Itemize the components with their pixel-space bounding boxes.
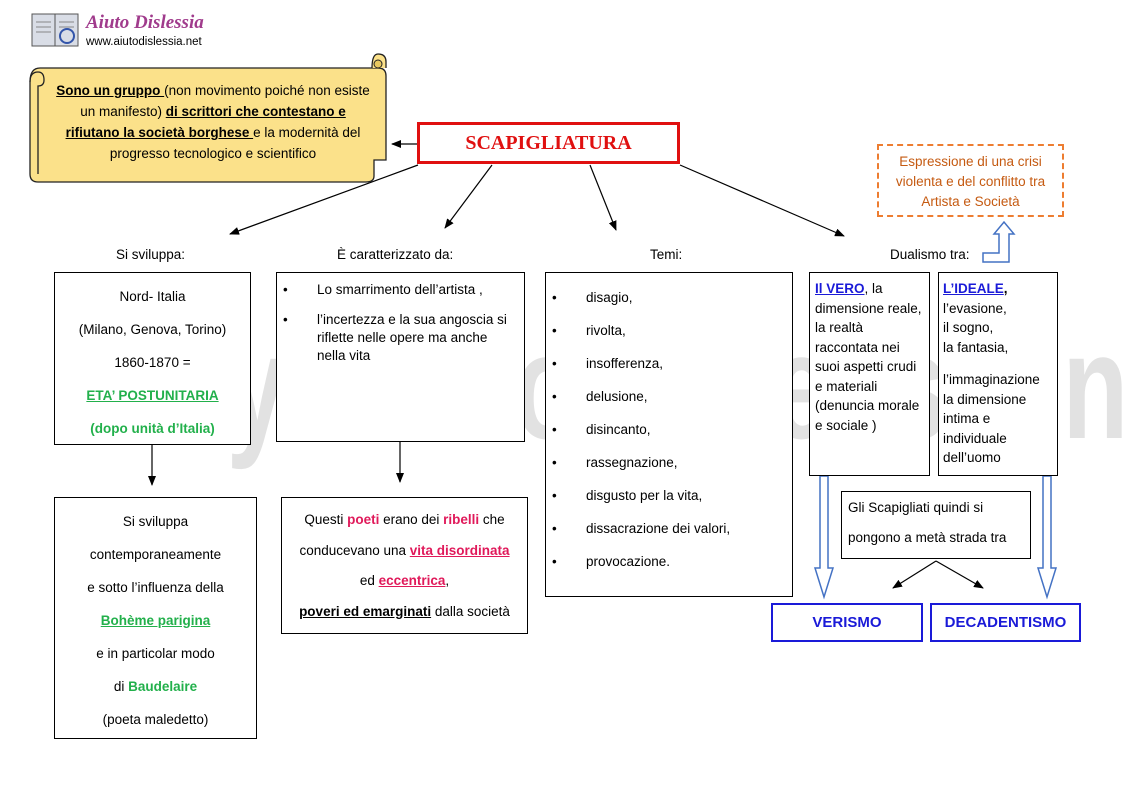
- header-temi: Temi:: [650, 247, 683, 262]
- scroll-text-modernita: e la modernità del progresso tecnologico…: [109, 125, 361, 161]
- poeti-line-2: conducevano una vita disordinata: [282, 536, 527, 567]
- boheme-box: Si sviluppa contemporaneamente e sotto l…: [54, 497, 257, 739]
- verismo-box: VERISMO: [771, 603, 923, 642]
- boheme-line-6: di Baudelaire: [55, 670, 256, 703]
- boheme-parigina: Bohème parigina: [100, 613, 211, 628]
- boheme-baudelaire: Baudelaire: [128, 679, 198, 694]
- poeti-word-poveri: poveri ed emarginati: [299, 603, 432, 619]
- arrow-to-sviluppa: [229, 164, 419, 235]
- poeti-text-societa: dalla società: [431, 603, 510, 619]
- ideale-line-3: la fantasia,: [943, 339, 1009, 355]
- poeti-word-poeti: poeti: [347, 512, 380, 527]
- temi-box: disagio, rivolta, insofferenza, delusion…: [545, 272, 793, 597]
- ideale-key: L’IDEALE: [943, 281, 1004, 296]
- poeti-box: Questi poeti erano dei ribelli che condu…: [281, 497, 528, 634]
- logo-book-icon: [31, 13, 79, 47]
- scapigliati-box: Gli Scapigliati quindi si pongono a metà…: [841, 491, 1031, 559]
- scroll-text-manifesto: (non movimento poiché non esiste un mani…: [80, 83, 370, 119]
- title-box: SCAPIGLIATURA: [417, 122, 680, 164]
- tema-item: provocazione.: [546, 545, 792, 578]
- vero-box: Il VERO, la dimensione reale, la realtà …: [809, 272, 930, 476]
- scroll-text-scrittori: di scrittori che contestano e rifiutano …: [65, 104, 346, 140]
- verismo-label: VERISMO: [812, 614, 882, 631]
- scroll-banner-text: Sono un gruppo (non movimento poiché non…: [54, 80, 372, 164]
- boheme-line-5: e in particolar modo: [96, 646, 215, 661]
- poeti-line-4: poveri ed emarginati dalla società: [282, 597, 527, 628]
- arrow-to-verismo: [892, 560, 937, 589]
- header-caratterizzato: È caratterizzato da:: [337, 247, 454, 262]
- arrow-to-dualismo: [679, 164, 845, 237]
- tema-item: delusione,: [546, 380, 792, 413]
- tema-item: disincanto,: [546, 413, 792, 446]
- vero-text: , la dimensione reale, la realtà raccont…: [815, 281, 922, 433]
- scroll-banner-shape: [29, 53, 387, 183]
- crisis-note: Espressione di una crisi violenta e del …: [877, 144, 1064, 217]
- poeti-text-ed: ed: [359, 573, 379, 588]
- poeti-text-che: che: [479, 512, 505, 527]
- caratterizzato-item-1: Lo smarrimento dell’artista ,: [277, 281, 516, 299]
- ideale-line-key: L’IDEALE,: [943, 279, 1054, 299]
- sviluppa-eta: ETA’ POSTUNITARIA: [86, 388, 219, 403]
- sviluppa-box: Nord- Italia (Milano, Genova, Torino) 18…: [54, 272, 251, 445]
- poeti-text-conducevano: conducevano una: [299, 542, 410, 558]
- poeti-line-3: ed eccentrica,: [282, 566, 527, 597]
- tema-item: disgusto per la vita,: [546, 479, 792, 512]
- boheme-line-7: (poeta maledetto): [102, 712, 209, 727]
- poeti-word-eccentrica: eccentrica: [378, 573, 446, 588]
- arrow-to-caratterizzato: [444, 164, 493, 229]
- vero-key: Il VERO: [815, 281, 865, 296]
- ideale-box: L’IDEALE, l’evasione, il sogno, la fanta…: [938, 272, 1058, 476]
- blue-arrow-crisis: [982, 220, 1016, 263]
- crisis-note-text: Espressione di una crisi violenta e del …: [895, 154, 1046, 209]
- arrow-to-decadentismo: [935, 560, 984, 589]
- scapigliati-line-1: Gli Scapigliati quindi si: [848, 500, 984, 515]
- caratterizzato-item-2: l’incertezza e la sua angoscia si riflet…: [277, 311, 516, 365]
- scroll-text-gruppo: Sono un gruppo: [56, 83, 165, 98]
- ideale-line-2: il sogno,: [943, 320, 994, 335]
- decadentismo-box: DECADENTISMO: [930, 603, 1081, 642]
- poeti-line-1: Questi poeti erano dei ribelli che: [282, 505, 527, 536]
- poeti-text-questi: Questi: [304, 512, 348, 527]
- ideale-line-4: l’immaginazione la dimensione intima e i…: [943, 372, 1040, 465]
- sviluppa-years: 1860-1870 =: [114, 355, 191, 370]
- sviluppa-region: Nord- Italia: [119, 289, 186, 304]
- poeti-word-ribelli: ribelli: [443, 512, 480, 527]
- sviluppa-cities: (Milano, Genova, Torino): [78, 322, 227, 337]
- poeti-text-erano: erano dei: [379, 512, 444, 527]
- caratterizzato-box: Lo smarrimento dell’artista , l’incertez…: [276, 272, 525, 442]
- poeti-word-vita-disordinata: vita disordinata: [409, 542, 510, 558]
- sviluppa-unita: (dopo unità d’Italia): [90, 421, 215, 436]
- tema-item: disagio,: [546, 281, 792, 314]
- scapigliati-line-2: pongono a metà strada tra: [848, 530, 1007, 545]
- arrow-to-temi: [589, 164, 617, 231]
- boheme-di: di: [113, 679, 129, 694]
- logo-url: www.aiutodislessia.net: [86, 36, 202, 48]
- blue-arrow-vero: [813, 475, 835, 600]
- tema-item: rivolta,: [546, 314, 792, 347]
- tema-item: rassegnazione,: [546, 446, 792, 479]
- tema-item: dissacrazione dei valori,: [546, 512, 792, 545]
- header-dualismo: Dualismo tra:: [890, 247, 970, 262]
- blue-arrow-ideale: [1036, 475, 1058, 600]
- logo: Aiuto Dislessia www.aiutodislessia.net: [30, 10, 230, 54]
- temi-list: disagio, rivolta, insofferenza, delusion…: [546, 281, 792, 578]
- boheme-line-1: Si sviluppa: [122, 514, 189, 529]
- header-sviluppa: Si sviluppa:: [116, 247, 186, 262]
- boheme-line-3: e sotto l’influenza della: [87, 580, 224, 595]
- ideale-line-1: l’evasione,: [943, 300, 1007, 316]
- ideale-comma: ,: [1003, 281, 1008, 296]
- boheme-line-2: contemporaneamente: [89, 547, 222, 562]
- poeti-comma: ,: [445, 573, 450, 588]
- decadentismo-label: DECADENTISMO: [944, 614, 1067, 631]
- tema-item: insofferenza,: [546, 347, 792, 380]
- page-title: SCAPIGLIATURA: [465, 132, 632, 154]
- logo-title: Aiuto Dislessia: [86, 12, 204, 33]
